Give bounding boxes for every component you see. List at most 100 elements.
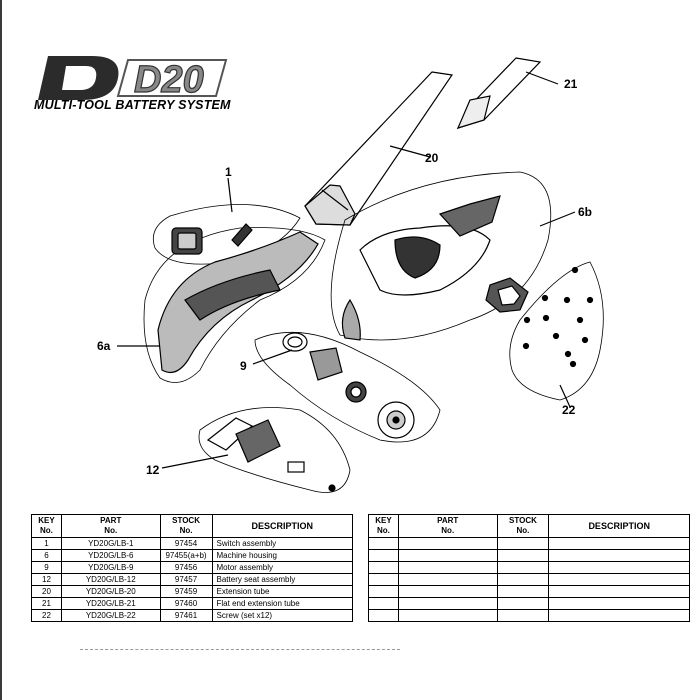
cell-stock: 97457 [159, 573, 213, 586]
cell-part: YD20G/LB-9 [60, 561, 161, 574]
cell-description: Switch assembly [211, 537, 354, 550]
table-row: 21 YD20G/LB-21 97460 Flat end extension … [31, 597, 354, 610]
callout-6b: 6b [578, 205, 592, 219]
cell-description: Extension tube [211, 585, 354, 598]
cell-stock: 97456 [159, 561, 213, 574]
cell-key: 9 [31, 561, 62, 574]
footer-divider [80, 649, 400, 651]
empty-cell [368, 537, 399, 550]
cell-key: 1 [31, 537, 62, 550]
cell-description: Flat end extension tube [211, 597, 354, 610]
brand-subtitle: MULTI-TOOL BATTERY SYSTEM [34, 98, 231, 112]
cell-description: Motor assembly [211, 561, 354, 574]
callout-9: 9 [240, 359, 247, 373]
empty-cell [496, 609, 550, 622]
callout-6a: 6a [97, 339, 111, 353]
empty-cell [397, 561, 498, 574]
cell-stock: 97460 [159, 597, 213, 610]
empty-cell [368, 549, 399, 562]
empty-cell [397, 609, 498, 622]
cell-part: YD20G/LB-22 [60, 609, 161, 622]
cell-part: YD20G/LB-1 [60, 537, 161, 550]
left-edge-line [0, 0, 2, 700]
table-row [368, 573, 690, 586]
table-row [368, 537, 690, 550]
empty-cell [368, 609, 399, 622]
cell-description: Machine housing [211, 549, 354, 562]
cell-key: 20 [31, 585, 62, 598]
cell-key: 22 [31, 609, 62, 622]
outline-motor-9 [254, 331, 441, 443]
outline-screws-22 [509, 261, 604, 401]
extension-tube-20 [304, 71, 454, 226]
empty-cell [397, 549, 498, 562]
empty-cell [548, 585, 690, 598]
table-row: 9 YD20G/LB-9 97456 Motor assembly [31, 561, 354, 574]
empty-cell [397, 573, 498, 586]
table-row: 1 YD20G/LB-1 97454 Switch assembly [31, 537, 354, 550]
brand-logo: D20 [38, 56, 228, 102]
outline-battery-12 [198, 407, 351, 493]
cell-stock: 97454 [159, 537, 213, 550]
cell-key: 12 [31, 573, 62, 586]
empty-cell [496, 573, 550, 586]
callout-22: 22 [562, 403, 576, 417]
cell-key: 21 [31, 597, 62, 610]
cell-stock: 97461 [159, 609, 213, 622]
empty-cell [496, 561, 550, 574]
empty-cell [397, 597, 498, 610]
empty-cell [496, 537, 550, 550]
cell-part: YD20G/LB-20 [60, 585, 161, 598]
empty-cell [496, 549, 550, 562]
table-row [368, 585, 690, 598]
callout-1: 1 [225, 165, 232, 179]
table-row: 22 YD20G/LB-22 97461 Screw (set x12) [31, 609, 354, 622]
empty-cell [368, 561, 399, 574]
cell-part: YD20G/LB-6 [60, 549, 161, 562]
outline-housing-6a [143, 227, 326, 383]
cell-stock: 97455(a+b) [159, 549, 213, 562]
empty-cell [548, 561, 690, 574]
empty-cell [548, 609, 690, 622]
cell-part: YD20G/LB-12 [60, 573, 161, 586]
table-row [368, 561, 690, 574]
exploded-parts-diagram: 1 6a 6b 9 12 20 21 22 [97, 57, 604, 493]
cell-description: Battery seat assembly [211, 573, 354, 586]
empty-cell [548, 537, 690, 550]
flat-end-tube-21 [456, 57, 542, 129]
callout-12: 12 [146, 463, 160, 477]
empty-cell [368, 585, 399, 598]
callout-21: 21 [564, 77, 578, 91]
table-row [368, 549, 690, 562]
empty-cell [368, 573, 399, 586]
empty-cell [548, 549, 690, 562]
cell-key: 6 [31, 549, 62, 562]
empty-cell [548, 597, 690, 610]
cell-description: Screw (set x12) [211, 609, 354, 622]
table-row: 6 YD20G/LB-6 97455(a+b) Machine housing [31, 549, 354, 562]
empty-cell [397, 537, 498, 550]
empty-cell [368, 597, 399, 610]
table-row [368, 609, 690, 622]
logo-number: D20 [134, 59, 204, 101]
header-description: DESCRIPTION [211, 514, 354, 538]
header-description: DESCRIPTION [548, 514, 690, 538]
empty-cell [496, 597, 550, 610]
empty-cell [496, 585, 550, 598]
cell-part: YD20G/LB-21 [60, 597, 161, 610]
empty-cell [548, 573, 690, 586]
table-row: 12 YD20G/LB-12 97457 Battery seat assemb… [31, 573, 354, 586]
callout-20: 20 [425, 151, 439, 165]
table-row [368, 597, 690, 610]
cell-stock: 97459 [159, 585, 213, 598]
